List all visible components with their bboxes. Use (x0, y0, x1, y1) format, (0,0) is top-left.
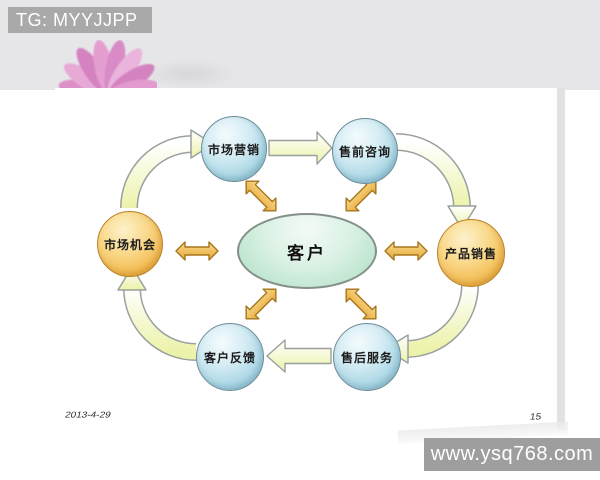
flower-image (58, 40, 157, 88)
watermark-bar: www.ysq768.com (424, 438, 600, 471)
node-customer-center: 客户 (237, 213, 377, 289)
node-product-sales-label: 产品销售 (444, 246, 497, 261)
diagram-arrows-layer (117, 129, 479, 373)
node-product-sales: 产品销售 (437, 219, 505, 287)
node-customer-center-label: 客户 (287, 243, 327, 263)
arrow-customer-opportunity-icon (175, 241, 219, 261)
slide-page-number: 15 (529, 412, 542, 423)
node-marketing-label: 市场营销 (207, 142, 260, 157)
node-market-opportunity: 市场机会 (97, 211, 163, 277)
arrow-customer-aftersales-icon (339, 282, 383, 326)
node-aftersales-service-label: 售后服务 (340, 350, 393, 365)
node-aftersales-service: 售后服务 (333, 323, 401, 391)
arrow-customer-marketing-icon (239, 174, 283, 218)
slide-canvas: 市场营销 售前咨询 产品销售 售后服务 客户反馈 市场机会 客户 2013-4-… (55, 88, 557, 430)
node-market-opportunity-label: 市场机会 (103, 237, 156, 252)
arrow-feedback-to-opportunity-icon (117, 266, 197, 361)
arrow-presales-to-productsales-icon (395, 133, 477, 230)
node-customer-feedback: 客户反馈 (196, 323, 264, 391)
node-presales-consulting-label: 售前咨询 (338, 144, 391, 159)
flower-shadow (142, 60, 237, 88)
node-presales-consulting: 售前咨询 (332, 118, 398, 184)
arrow-customer-feedback-icon (239, 282, 283, 326)
arrow-aftersales-to-feedback-icon (266, 339, 332, 373)
tg-badge: TG: MYYJJPP (8, 7, 152, 33)
arrow-customer-productsales-icon (384, 241, 428, 261)
arrow-marketing-to-presales-icon (268, 131, 333, 165)
node-customer-feedback-label: 客户反馈 (203, 350, 256, 365)
node-marketing: 市场营销 (201, 116, 267, 182)
arrow-opportunity-to-marketing-icon (120, 129, 214, 209)
slide-date: 2013-4-29 (63, 410, 112, 421)
